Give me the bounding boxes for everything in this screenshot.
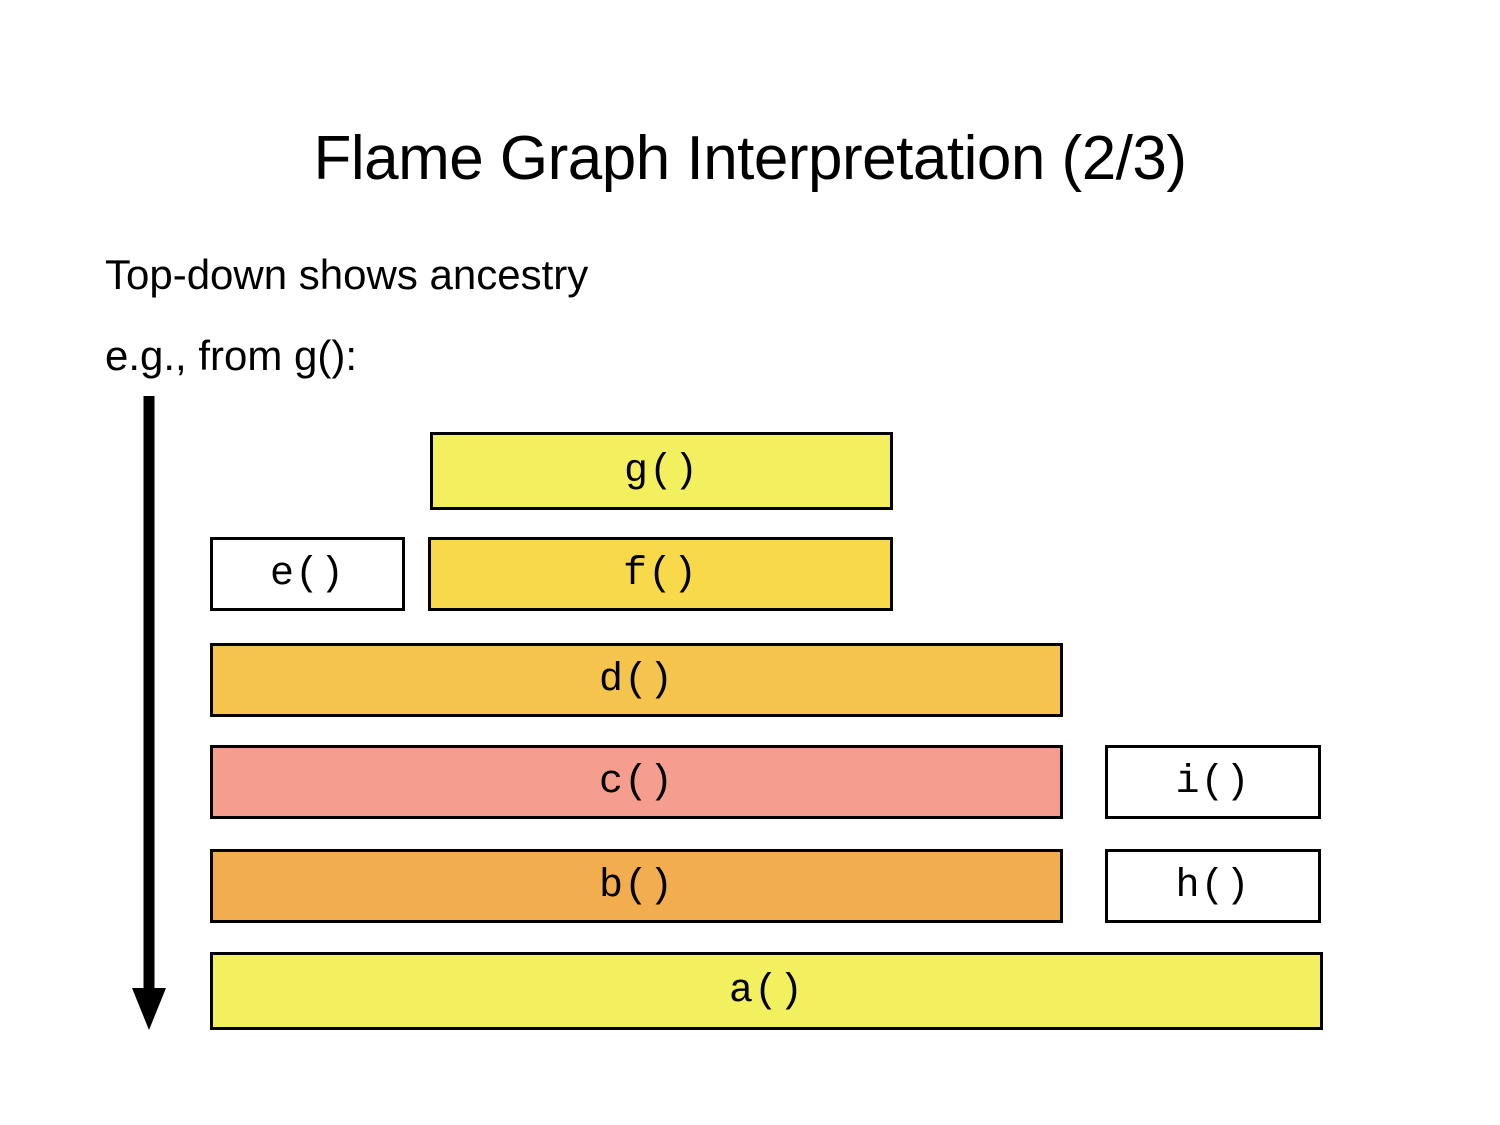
flame-frame-c[interactable]: c() [210,745,1063,819]
flame-frame-g[interactable]: g() [430,432,893,510]
downward-arrow-icon [132,396,166,1030]
flame-frame-f[interactable]: f() [428,537,893,611]
flame-frame-i[interactable]: i() [1105,745,1321,819]
body-text-line-1: Top-down shows ancestry [105,251,589,298]
flame-frame-h[interactable]: h() [1105,849,1321,923]
flame-frame-d[interactable]: d() [210,643,1063,717]
flame-frame-b[interactable]: b() [210,849,1063,923]
flame-frame-e[interactable]: e() [210,537,405,611]
body-text-line-2: e.g., from g(): [105,332,358,379]
flame-frame-a[interactable]: a() [210,952,1323,1030]
page-title: Flame Graph Interpretation (2/3) [313,123,1187,193]
